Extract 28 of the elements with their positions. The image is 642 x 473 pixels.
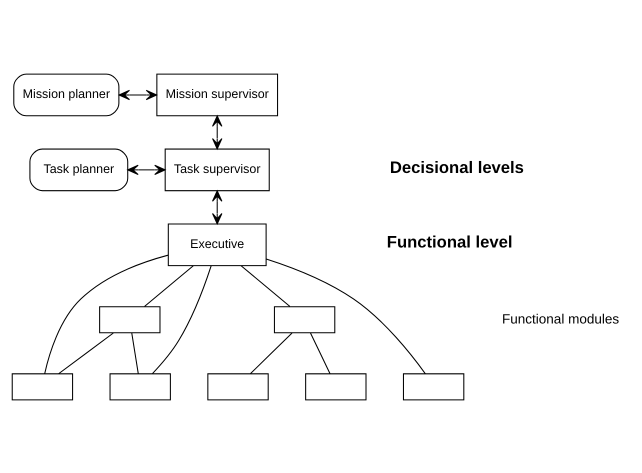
connector	[58, 332, 114, 374]
node-box: Executive	[168, 222, 267, 266]
arrow	[212, 190, 222, 224]
arrow	[127, 164, 166, 175]
connector	[144, 264, 194, 306]
node-box	[110, 372, 171, 400]
node-box	[12, 372, 74, 400]
node-box: Mission planner	[13, 73, 120, 116]
connector	[310, 332, 330, 374]
node-box	[305, 372, 367, 400]
node-box: Mission supervisor	[156, 73, 278, 116]
connector	[131, 332, 139, 374]
arrow	[212, 114, 222, 149]
label: Decisional levels	[390, 157, 524, 176]
connector	[266, 258, 426, 374]
connector	[152, 265, 212, 374]
label: Functional level	[386, 232, 512, 252]
connector	[240, 264, 290, 306]
node-box: Task planner	[29, 148, 128, 191]
connector	[44, 254, 168, 374]
arrow	[118, 89, 158, 100]
node-box	[402, 372, 464, 400]
node-box	[274, 306, 336, 333]
label: Functional modules	[502, 310, 620, 326]
connector	[250, 332, 292, 374]
node-box: Task supervisor	[164, 148, 270, 191]
node-box	[99, 306, 160, 333]
node-box	[207, 372, 269, 400]
